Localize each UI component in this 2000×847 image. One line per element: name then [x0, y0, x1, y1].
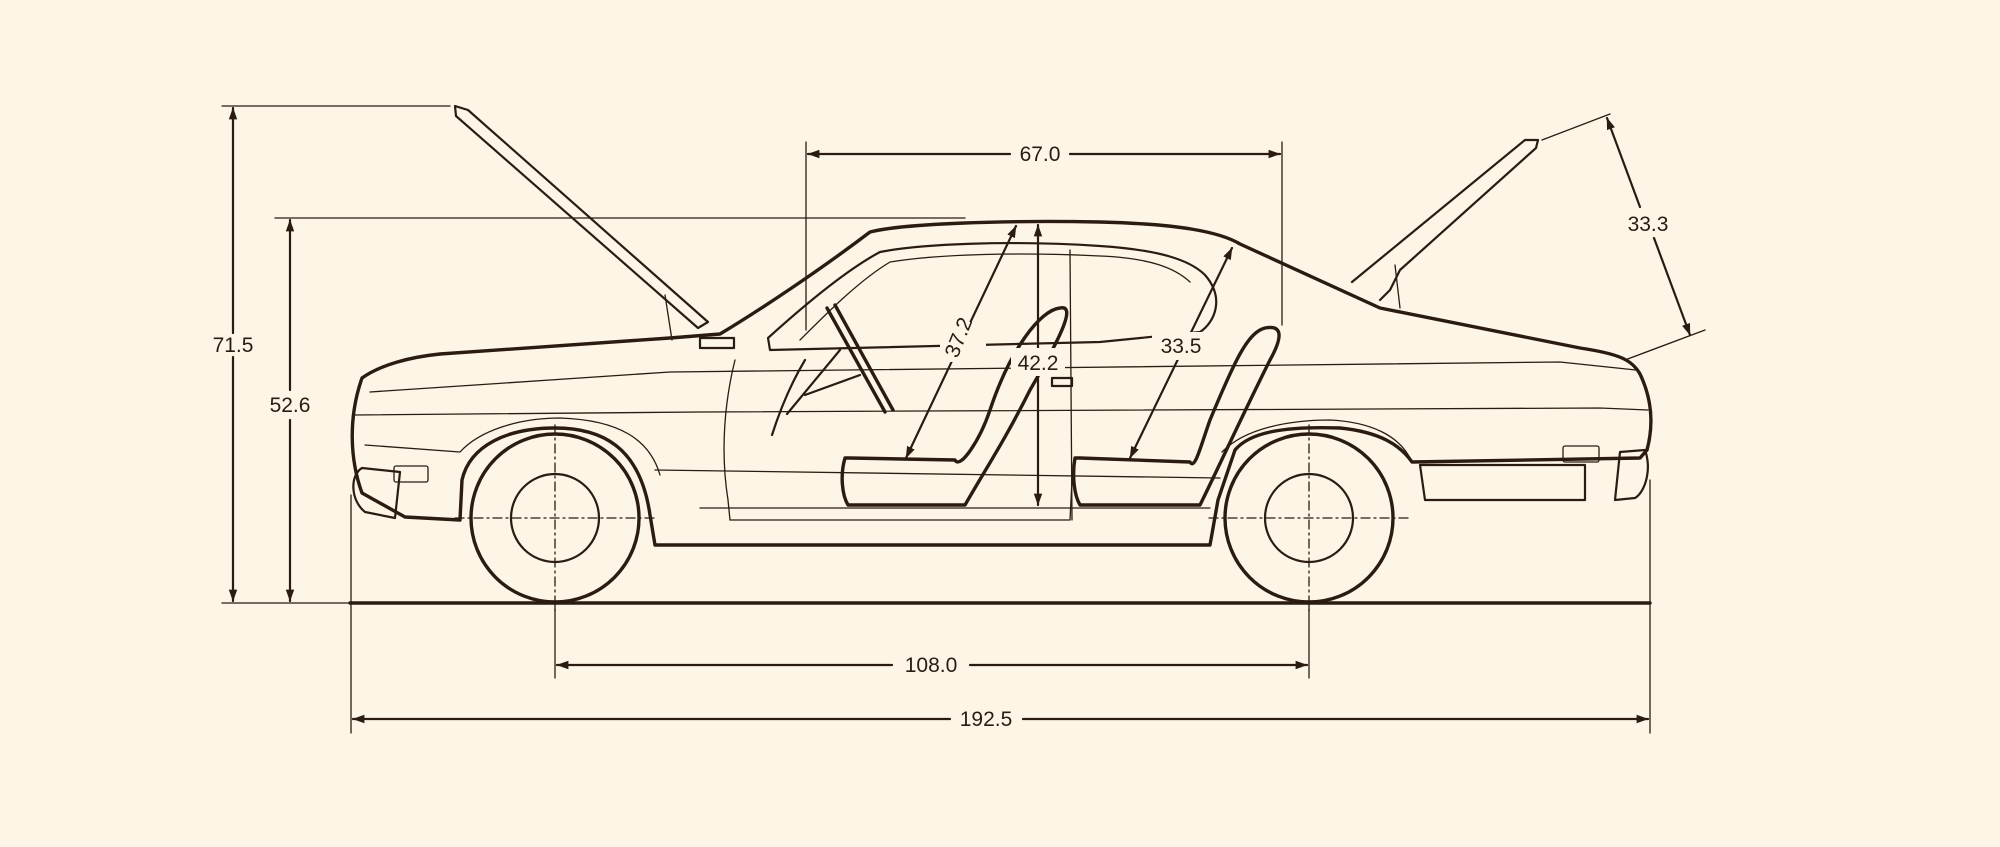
- open-hood: [453, 104, 710, 330]
- body-beltline: [369, 361, 1637, 393]
- door-outline: [723, 359, 1073, 521]
- rear-deck: [1238, 242, 1382, 310]
- door-handle: [1050, 376, 1074, 388]
- front-wheel: [454, 424, 656, 616]
- b-pillar: [1069, 249, 1073, 521]
- dim-shoulder-room: 67.0: [806, 143, 1282, 166]
- dim-overall-height-hood-open: 71.5: [213, 106, 254, 603]
- dim-overall-height: 52.6: [270, 218, 311, 603]
- car-body: [350, 219, 1653, 547]
- lower-sill: [654, 469, 1221, 479]
- extension-lines: [221, 105, 1706, 734]
- label-shoulder-room: 67.0: [1020, 143, 1061, 166]
- open-trunk-lid: [1350, 138, 1540, 302]
- rear-bumper: [1613, 448, 1649, 502]
- car-outline: [348, 219, 1653, 605]
- front-marker-light: [393, 465, 429, 483]
- body-crease: [354, 407, 1649, 416]
- label-max-interior-height: 42.2: [1018, 352, 1059, 375]
- rear-trim-panel: [1418, 463, 1587, 502]
- label-trunk-lid-opening: 33.3: [1628, 213, 1669, 236]
- rear-wheel: [1208, 424, 1410, 616]
- dim-front-headroom: 37.2: [904, 224, 1018, 460]
- dim-wheelbase: 108.0: [555, 654, 1309, 677]
- rear-marker-light: [1562, 445, 1600, 463]
- steering-wheel: [825, 303, 895, 414]
- label-overall-height: 52.6: [270, 394, 311, 417]
- dim-max-interior-height: 42.2: [1011, 223, 1065, 507]
- label-wheelbase: 108.0: [905, 654, 958, 677]
- dim-rear-headroom: 33.5: [1128, 246, 1234, 460]
- dim-overall-length: 192.5: [351, 708, 1650, 731]
- dim-trunk-lid-opening: 33.3: [1605, 116, 1692, 337]
- label-rear-headroom: 33.5: [1161, 335, 1202, 358]
- label-overall-length: 192.5: [960, 708, 1013, 731]
- label-overall-height-hood-open: 71.5: [213, 334, 254, 357]
- rear-arch-trim: [1221, 419, 1413, 463]
- cowl-vent: [698, 336, 736, 350]
- front-fender-trim: [364, 417, 661, 476]
- front-bumper: [352, 466, 402, 520]
- window-inner: [799, 253, 1191, 341]
